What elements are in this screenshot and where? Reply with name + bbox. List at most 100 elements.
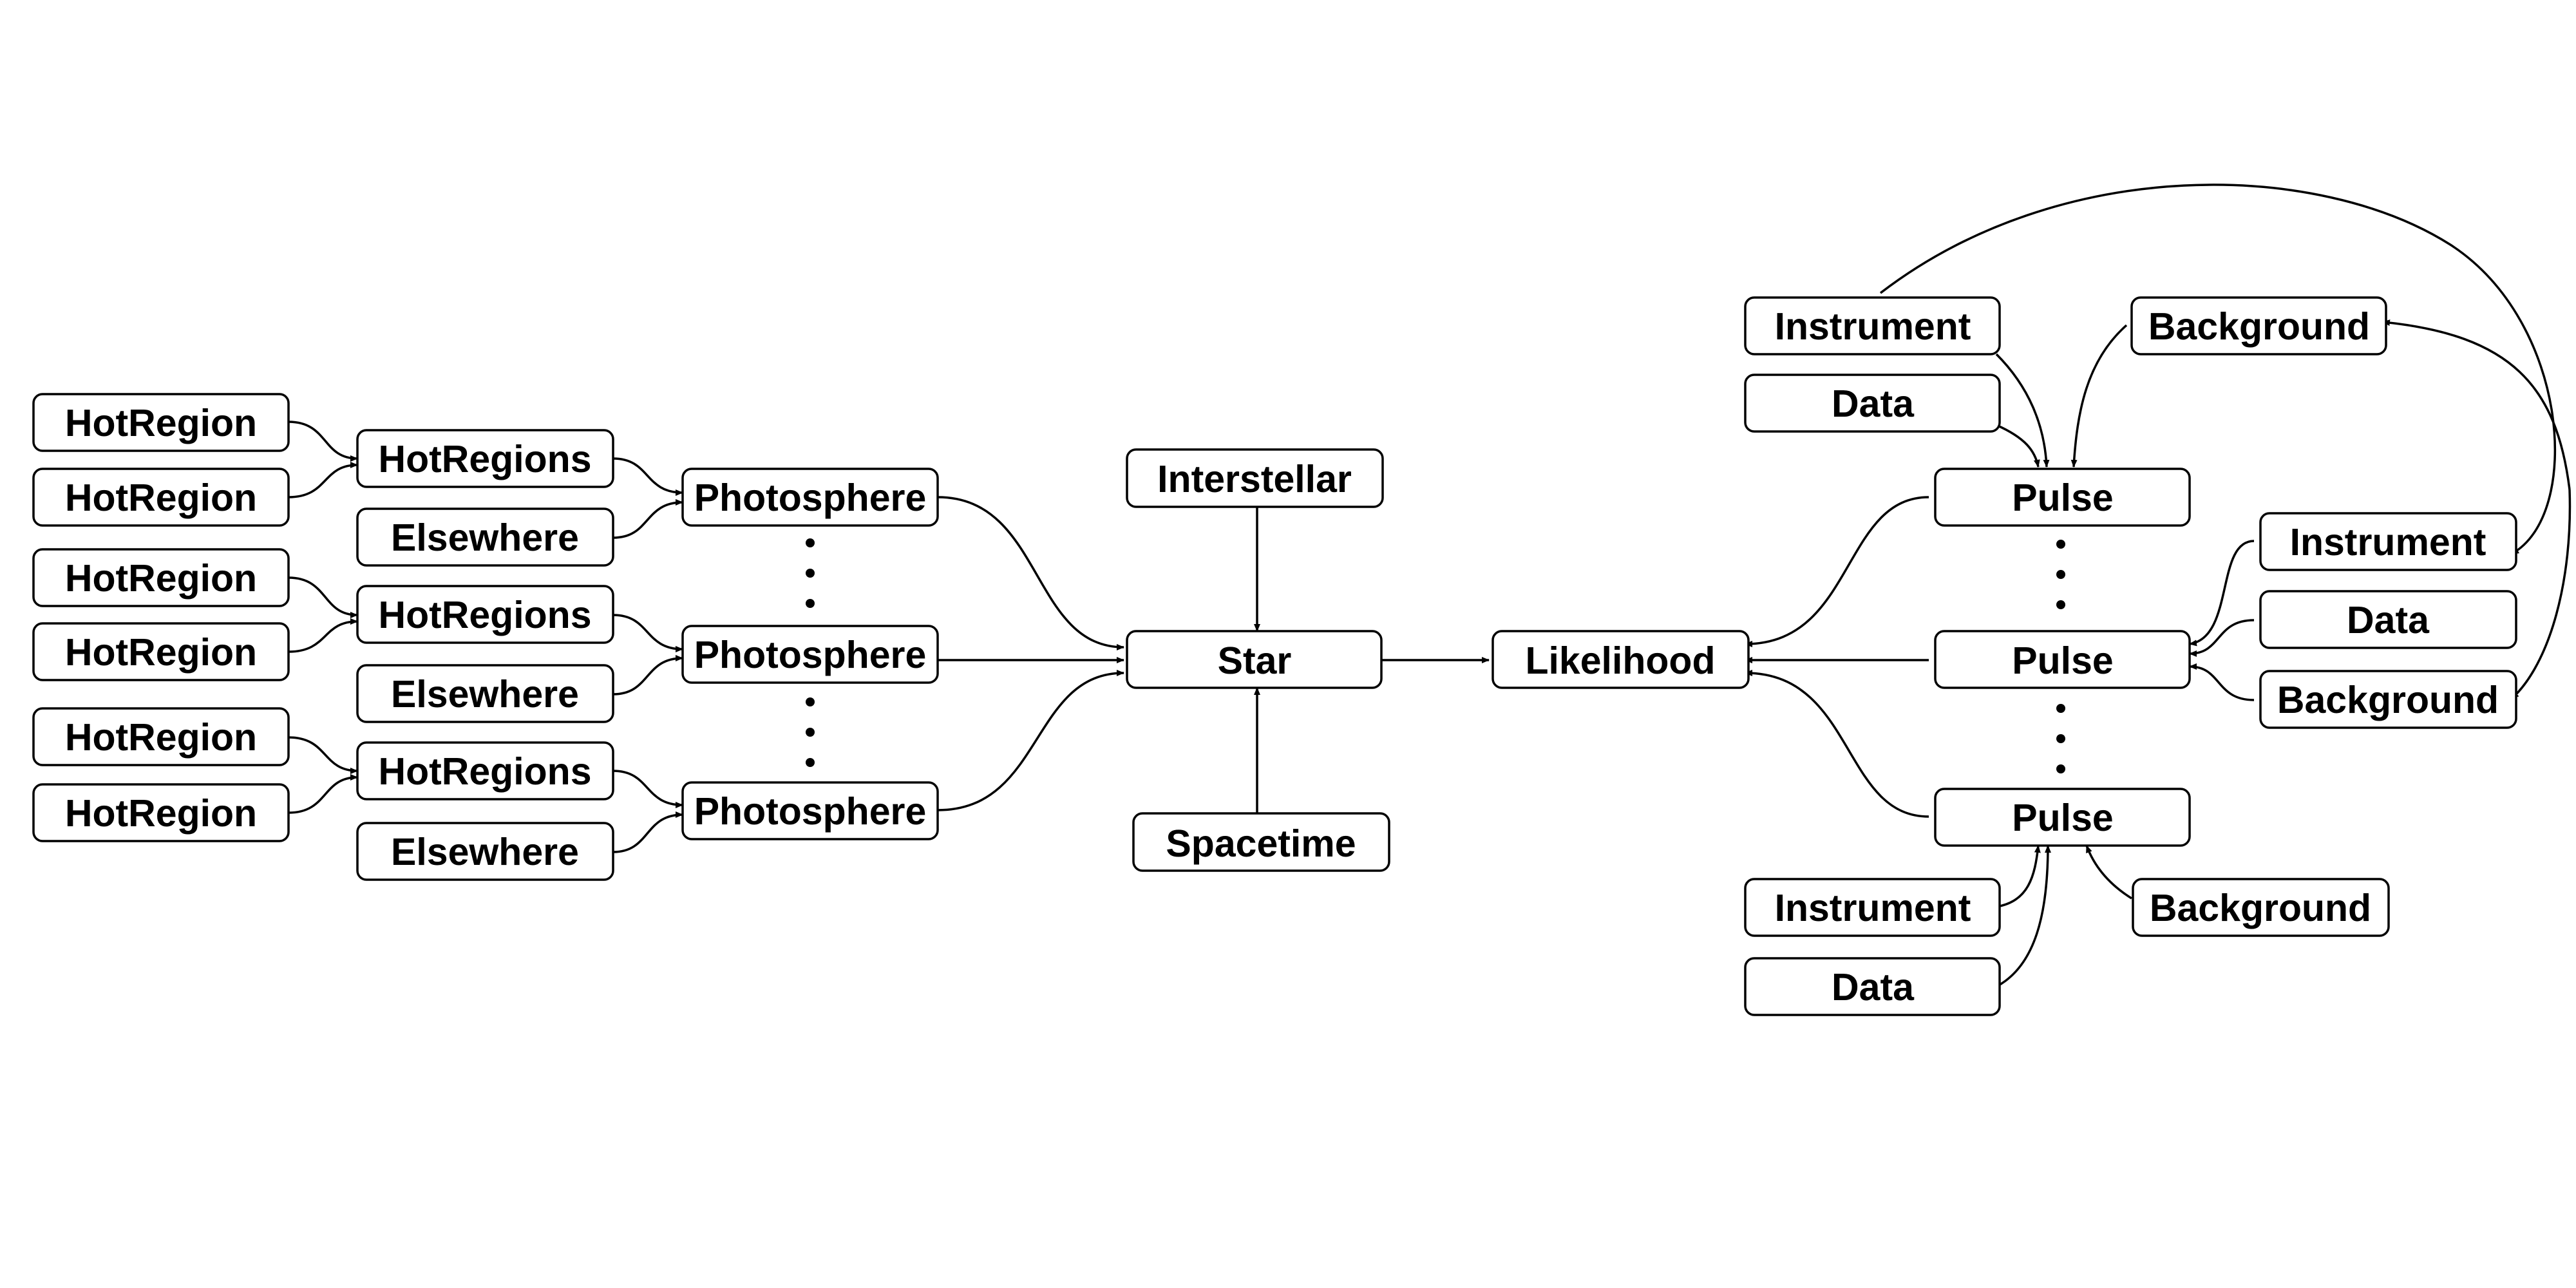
- ellipsis-dot: [806, 758, 815, 767]
- node-label: Elsewhere: [391, 673, 579, 715]
- node-label: Data: [2347, 599, 2430, 641]
- node-label: Instrument: [1775, 887, 1971, 929]
- background-node: Background: [2130, 296, 2387, 355]
- edge-ph3-star: [937, 670, 1124, 811]
- node-label: Background: [2148, 305, 2370, 348]
- edge-instr2-pulse2: [2189, 540, 2255, 647]
- hotregion-node: HotRegion: [32, 783, 290, 842]
- edge-else3-ph3: [612, 811, 683, 853]
- photosphere-node: Photosphere: [681, 625, 939, 684]
- node-label: Instrument: [1775, 305, 1971, 348]
- edge-pulse3-likelihood: [1745, 670, 1929, 818]
- edge-hrs3-ph3: [612, 770, 683, 808]
- elsewhere-node: Elsewhere: [356, 822, 614, 881]
- node-label: Pulse: [2012, 477, 2113, 519]
- likelihood-node: Likelihood: [1492, 630, 1750, 689]
- edge-hr6-hrs3: [288, 774, 358, 814]
- node-label: Photosphere: [694, 634, 927, 676]
- photosphere-node: Photosphere: [681, 468, 939, 527]
- photosphere-node: Photosphere: [681, 781, 939, 840]
- instrument-node: Instrument: [1744, 296, 2001, 355]
- data-node: Data: [2259, 590, 2517, 649]
- edge-hr4-hrs2: [288, 618, 358, 653]
- ellipsis-dot: [2056, 540, 2065, 549]
- edge-else1-ph1: [612, 499, 683, 539]
- nodes: HotRegion HotRegion HotRegion HotRegion …: [32, 296, 2517, 1016]
- edge-hrs1-ph1: [612, 457, 683, 496]
- node-label: Instrument: [2290, 521, 2486, 564]
- node-label: Star: [1218, 639, 1292, 682]
- background-node: Background: [2132, 878, 2390, 937]
- ellipsis-dot: [806, 538, 815, 547]
- node-label: Pulse: [2012, 639, 2113, 682]
- pulse-node: Pulse: [1934, 468, 2191, 527]
- edge-data3-pulse3: [1996, 845, 2051, 988]
- node-label: Interstellar: [1157, 458, 1352, 500]
- node-label: Photosphere: [694, 790, 927, 833]
- edge-hr1-hrs1: [288, 421, 358, 462]
- ellipsis-dot: [806, 697, 815, 706]
- edge-instr3-pulse3: [1996, 845, 2041, 908]
- hotregion-node: HotRegion: [32, 707, 290, 766]
- ellipsis-dot: [2056, 734, 2065, 743]
- node-label: Spacetime: [1166, 822, 1356, 865]
- star-node: Star: [1126, 630, 1383, 689]
- data-node: Data: [1744, 374, 2001, 433]
- ellipsis-dot: [2056, 764, 2065, 773]
- node-label: HotRegions: [378, 594, 591, 636]
- edge-hr5-hrs3: [288, 736, 358, 774]
- edge-instr1-pulse1: [1995, 353, 2050, 468]
- node-label: HotRegion: [65, 792, 257, 835]
- node-label: Photosphere: [694, 477, 927, 519]
- node-label: Data: [1832, 966, 1915, 1009]
- elsewhere-node: Elsewhere: [356, 507, 614, 567]
- node-label: Pulse: [2012, 797, 2113, 839]
- node-label: Elsewhere: [391, 516, 579, 559]
- node-label: Background: [2277, 679, 2499, 721]
- edge-bg3-pulse3: [2085, 845, 2132, 900]
- ellipsis-dot: [806, 569, 815, 578]
- node-label: HotRegion: [65, 557, 257, 600]
- ellipsis-dot: [2056, 570, 2065, 579]
- node-label: HotRegion: [65, 402, 257, 444]
- hotregions-node: HotRegions: [356, 741, 614, 800]
- data-node: Data: [1744, 957, 2001, 1016]
- edge-ph1-star: [937, 496, 1124, 650]
- edge-bg1-pulse1: [2070, 324, 2128, 468]
- edge-pulse1-likelihood: [1745, 496, 1929, 647]
- interstellar-node: Interstellar: [1126, 448, 1384, 508]
- ellipsis-dot: [806, 599, 815, 608]
- edge-instr1-instr2: [1879, 184, 2556, 555]
- edge-hrs2-ph2: [612, 614, 683, 652]
- node-label: Background: [2150, 887, 2371, 929]
- hotregion-node: HotRegion: [32, 622, 290, 681]
- elsewhere-node: Elsewhere: [356, 664, 614, 723]
- edge-else2-ph2: [612, 655, 683, 696]
- ellipsis-dot: [2056, 704, 2065, 713]
- background-node: Background: [2259, 670, 2517, 729]
- ellipsis-dots: [806, 538, 2065, 773]
- edge-data1-pulse1: [1996, 424, 2040, 468]
- edge-bg2-pulse2: [2189, 663, 2255, 701]
- instrument-node: Instrument: [1744, 878, 2001, 937]
- pulse-node: Pulse: [1934, 630, 2191, 689]
- edges: [288, 184, 2571, 988]
- node-label: HotRegions: [378, 438, 591, 480]
- edge-bg1-bg2-lower: [2510, 489, 2571, 700]
- node-label: HotRegion: [65, 716, 257, 759]
- edge-bg1-bg2: [2382, 319, 2571, 490]
- edge-hr3-hrs2: [288, 576, 358, 618]
- node-label: Likelihood: [1526, 639, 1716, 682]
- hotregion-node: HotRegion: [32, 548, 290, 607]
- node-label: HotRegions: [378, 750, 591, 793]
- instrument-node: Instrument: [2259, 512, 2517, 571]
- spacetime-node: Spacetime: [1132, 812, 1390, 872]
- edge-hr2-hrs1: [288, 462, 358, 498]
- node-label: HotRegion: [65, 631, 257, 674]
- node-label: HotRegion: [65, 477, 257, 519]
- hotregion-node: HotRegion: [32, 468, 290, 527]
- hotregion-node: HotRegion: [32, 393, 290, 452]
- node-label: Elsewhere: [391, 831, 579, 873]
- ellipsis-dot: [2056, 600, 2065, 609]
